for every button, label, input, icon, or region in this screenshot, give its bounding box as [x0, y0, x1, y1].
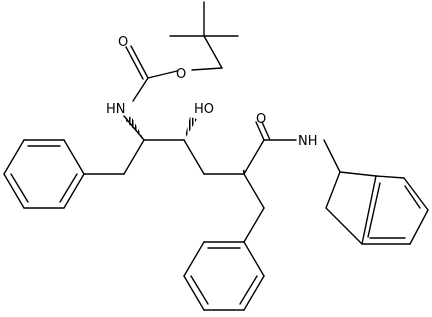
atom-label-nh-amide: NH [298, 134, 318, 149]
stereo-wedge-oh [184, 117, 197, 140]
tert-butyl-group [169, 1, 239, 69]
phenyl-ring-bottom [183, 207, 265, 311]
stereo-wedge-benzyl [241, 170, 247, 174]
boc-carbonyl-group [125, 45, 223, 102]
atom-label-o-carbonyl: O [118, 35, 128, 50]
atom-label-o-amide: O [256, 112, 266, 127]
phenyl-ring-left [3, 139, 125, 209]
atom-label-oh: HO [194, 102, 214, 117]
atom-label-nh-carbamate: HN [106, 102, 126, 117]
benzocyclobutene-ring [325, 171, 429, 245]
stereo-wedges [125, 116, 247, 174]
atom-label-o-ester: O [176, 67, 186, 82]
backbone-chain [123, 115, 341, 209]
stereo-wedge-nh [125, 116, 144, 140]
